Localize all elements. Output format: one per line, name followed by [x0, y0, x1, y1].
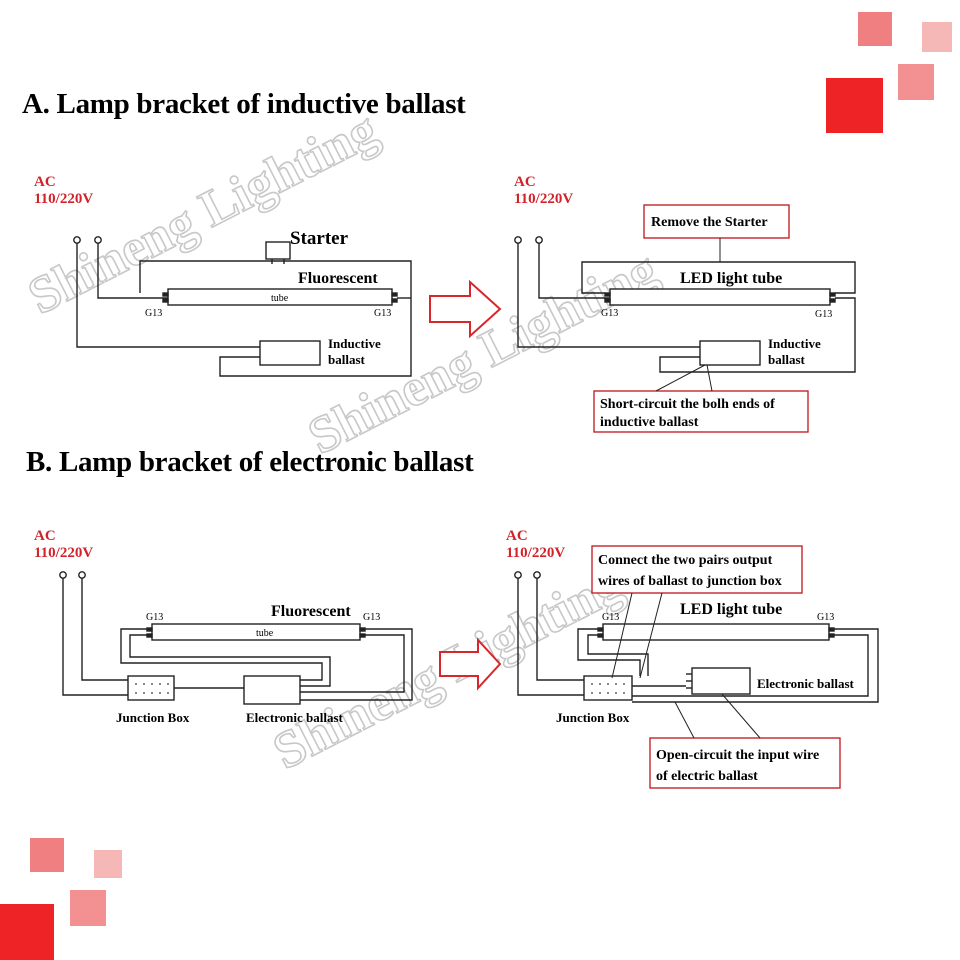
voltage-label: 110/220V [34, 545, 93, 561]
callout-text: Remove the Starter [651, 215, 768, 230]
lamp-label: Fluorescent [298, 270, 378, 287]
junction-box [127, 675, 175, 701]
ac-label: AC [514, 174, 536, 190]
ac-terminal [514, 571, 522, 579]
ac-terminal [73, 236, 81, 244]
diagram-b-left [59, 571, 413, 705]
voltage-label: 110/220V [514, 191, 573, 207]
callout-connect-output [591, 545, 803, 594]
deco-square [70, 890, 106, 926]
pin-label: G13 [363, 612, 380, 623]
ac-terminal [59, 571, 67, 579]
deco-square [826, 78, 883, 133]
ballast-label: Inductive [768, 336, 821, 351]
ballast-label: Inductive [328, 336, 381, 351]
pin-label: G13 [602, 612, 619, 623]
junction-box [583, 675, 633, 701]
callout-text: Open-circuit the input wire [656, 748, 819, 763]
section-b-heading: B. Lamp bracket of electronic ballast [26, 446, 474, 478]
voltage-label: 110/220V [506, 545, 565, 561]
diagram-a-left [73, 236, 412, 377]
junction-dots [135, 683, 625, 694]
junction-label: Junction Box [556, 710, 630, 725]
ballast-label: Electronic ballast [246, 710, 344, 725]
starter-label: Starter [290, 228, 349, 249]
ac-terminal [78, 571, 86, 579]
tube-label: tube [256, 628, 274, 639]
ac-terminal [535, 236, 543, 244]
pin-label: G13 [815, 309, 832, 320]
voltage-label: 110/220V [34, 191, 93, 207]
callout-open-circuit [649, 737, 841, 789]
ac-label: AC [506, 528, 528, 544]
fluorescent-tube [151, 623, 361, 641]
led-light-tube [602, 623, 830, 641]
ac-label: AC [34, 174, 56, 190]
pin-label: G13 [146, 612, 163, 623]
fluorescent-tube [167, 288, 393, 306]
deco-square [30, 838, 64, 872]
ballast-label: ballast [768, 352, 806, 367]
tube-label: tube [271, 293, 289, 304]
pin-label: G13 [601, 308, 618, 319]
deco-square [858, 12, 892, 46]
pin-label: G13 [374, 308, 391, 319]
right-arrow-icon [439, 637, 502, 691]
electronic-ballast [691, 667, 751, 695]
tube-label: LED light tube [680, 270, 782, 287]
callout-short-circuit [593, 390, 809, 433]
callout-text: inductive ballast [600, 415, 699, 430]
callout-text: wires of ballast to junction box [598, 574, 782, 589]
section-a-heading: A. Lamp bracket of inductive ballast [22, 88, 466, 120]
deco-square [0, 904, 54, 960]
deco-square [922, 22, 952, 52]
deco-square [94, 850, 122, 878]
starter [265, 241, 291, 260]
electronic-ballast [243, 675, 301, 705]
ac-terminal [94, 236, 102, 244]
inductive-ballast [259, 340, 321, 366]
ac-label: AC [34, 528, 56, 544]
lamp-label: Fluorescent [271, 603, 351, 620]
ac-terminal [514, 236, 522, 244]
diagram-b-right [514, 571, 879, 703]
pin-label: G13 [817, 612, 834, 623]
tube-label: LED light tube [680, 601, 782, 618]
pin-label: G13 [145, 308, 162, 319]
diagram-a-right [514, 236, 856, 373]
right-arrow-icon [429, 279, 502, 339]
ballast-label: ballast [328, 352, 366, 367]
deco-square [898, 64, 934, 100]
callout-text: Connect the two pairs output [598, 553, 773, 568]
ac-terminal [533, 571, 541, 579]
led-light-tube [609, 288, 831, 306]
callout-remove-starter [643, 204, 790, 239]
inductive-ballast [699, 340, 761, 366]
junction-label: Junction Box [116, 710, 190, 725]
callout-text: of electric ballast [656, 769, 758, 784]
ballast-label: Electronic ballast [757, 676, 855, 691]
callout-text: Short-circuit the bolh ends of [600, 397, 775, 412]
